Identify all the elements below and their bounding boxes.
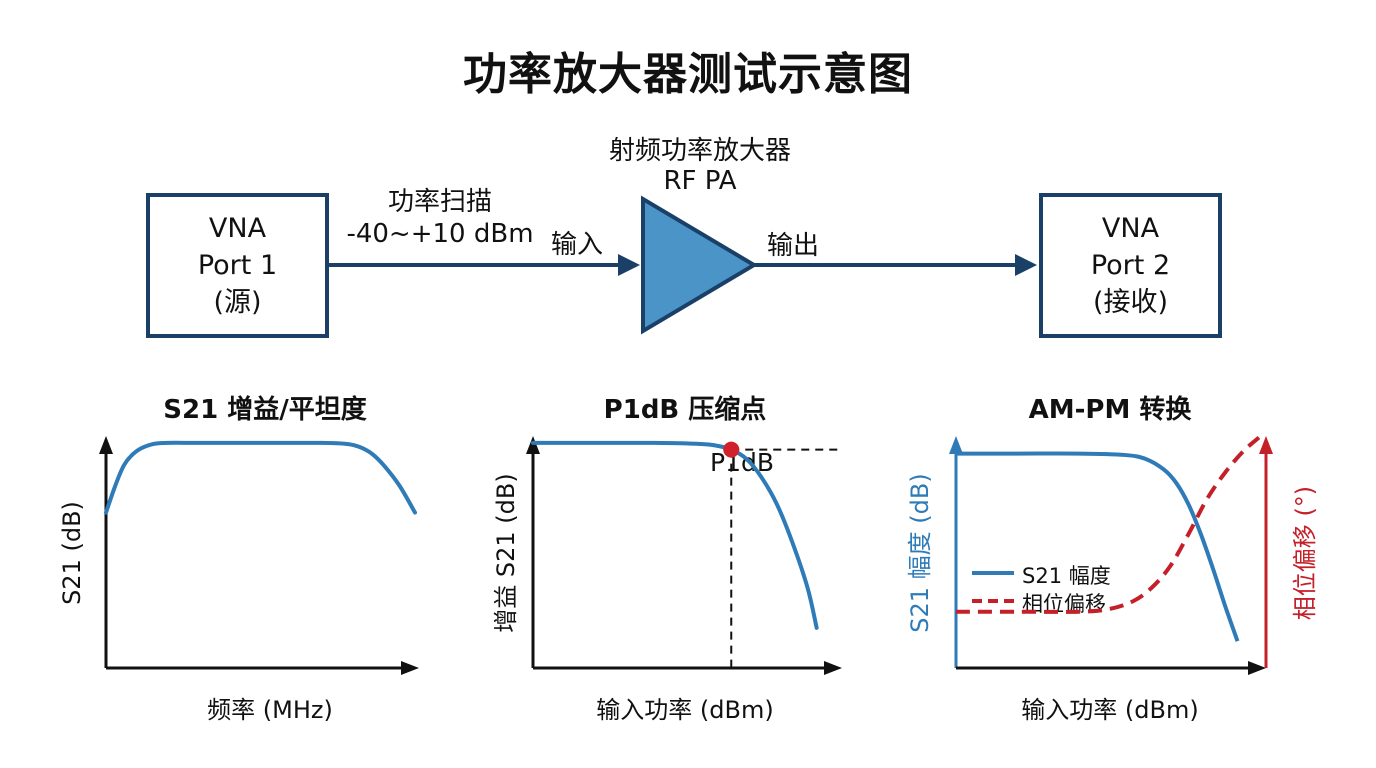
receiver-block-line3: (接收) — [1092, 287, 1169, 318]
chart2-title: P1dB 压缩点 — [603, 395, 767, 425]
chart2-x-axis-arrow-icon — [824, 661, 842, 675]
input-arrowhead-icon — [618, 254, 640, 276]
chart3-y-axis-arrow-icon — [949, 436, 963, 454]
sweep-label-title: 功率扫描 — [387, 187, 492, 217]
chart2-y-axis-arrow-icon — [526, 436, 540, 454]
chart3-y-axis-right-arrow-icon — [1259, 436, 1273, 454]
receiver-block-vna-port2: VNA Port 2 (接收) — [1039, 193, 1222, 338]
chart2-xlabel: 输入功率 (dBm) — [596, 696, 774, 724]
chart1-x-axis-arrow-icon — [401, 661, 419, 675]
chart1-title: S21 增益/平坦度 — [163, 395, 367, 425]
source-block-line2: Port 1 — [197, 250, 278, 281]
chart2-series-line-0 — [531, 440, 819, 630]
amplifier-label-cn: 射频功率放大器 — [608, 136, 791, 166]
source-block-vna-port1: VNA Port 1 (源) — [146, 193, 329, 338]
chart3-legend-label-s21: S21 幅度 — [1022, 564, 1111, 588]
chart3-title: AM-PM 转换 — [1028, 395, 1192, 425]
source-block-line3: (源) — [213, 287, 262, 318]
chart1-series-line-0 — [104, 440, 417, 515]
chart2-p1db-annotation: P1dB — [710, 448, 775, 477]
chart1-y-axis-arrow-icon — [99, 436, 113, 454]
output-arrowhead-icon — [1015, 254, 1037, 276]
input-label: 输入 — [551, 230, 604, 260]
chart2-p1db-marker — [723, 441, 740, 458]
chart3-xlabel: 输入功率 (dBm) — [1021, 696, 1199, 724]
receiver-block-line2: Port 2 — [1090, 250, 1171, 281]
chart3-series-line-phase — [956, 435, 1261, 614]
amplifier-triangle-icon — [641, 195, 758, 335]
source-block-line1: VNA — [208, 213, 267, 244]
sweep-label-range: -40~+10 dBm — [346, 219, 534, 249]
chart3-x-axis-arrow-icon — [1248, 661, 1266, 675]
amplifier-label-en: RF PA — [663, 166, 737, 196]
chart3-series-line-s21 — [956, 451, 1240, 642]
receiver-block-line1: VNA — [1101, 213, 1160, 244]
output-label: 输出 — [767, 231, 820, 261]
page-title: 功率放大器测试示意图 — [463, 49, 913, 100]
chart1-xlabel: 频率 (MHz) — [207, 696, 333, 724]
